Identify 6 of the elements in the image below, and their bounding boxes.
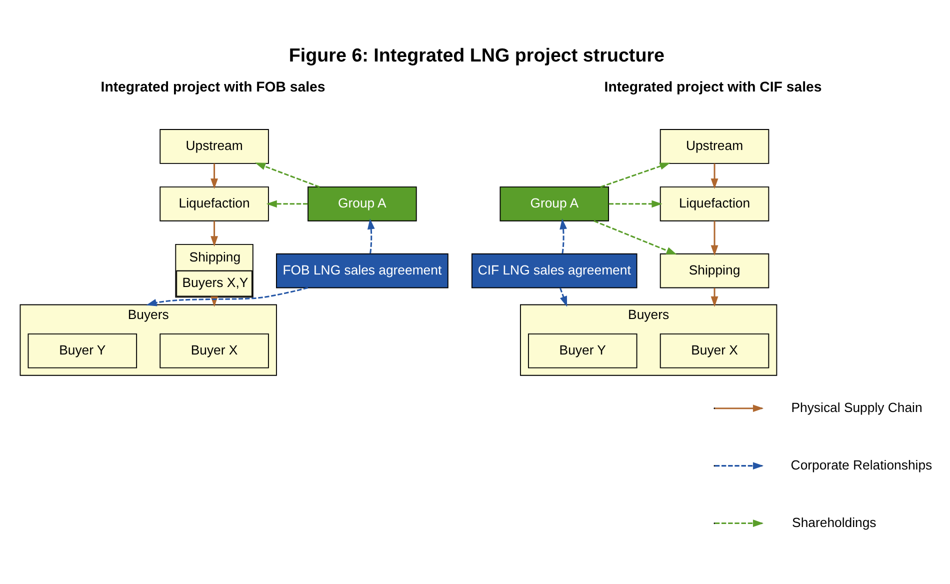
label: Integrated project with FOB sales bbox=[100, 78, 326, 94]
legend-label: Physical Supply Chain bbox=[791, 400, 922, 415]
legend-label: Shareholdings bbox=[792, 514, 876, 530]
diagram-title: Figure 6: Integrated LNG project structure bbox=[288, 44, 665, 66]
label: Integrated project with CIF sales bbox=[604, 78, 822, 94]
legend-label: Corporate Relationships bbox=[790, 457, 932, 472]
